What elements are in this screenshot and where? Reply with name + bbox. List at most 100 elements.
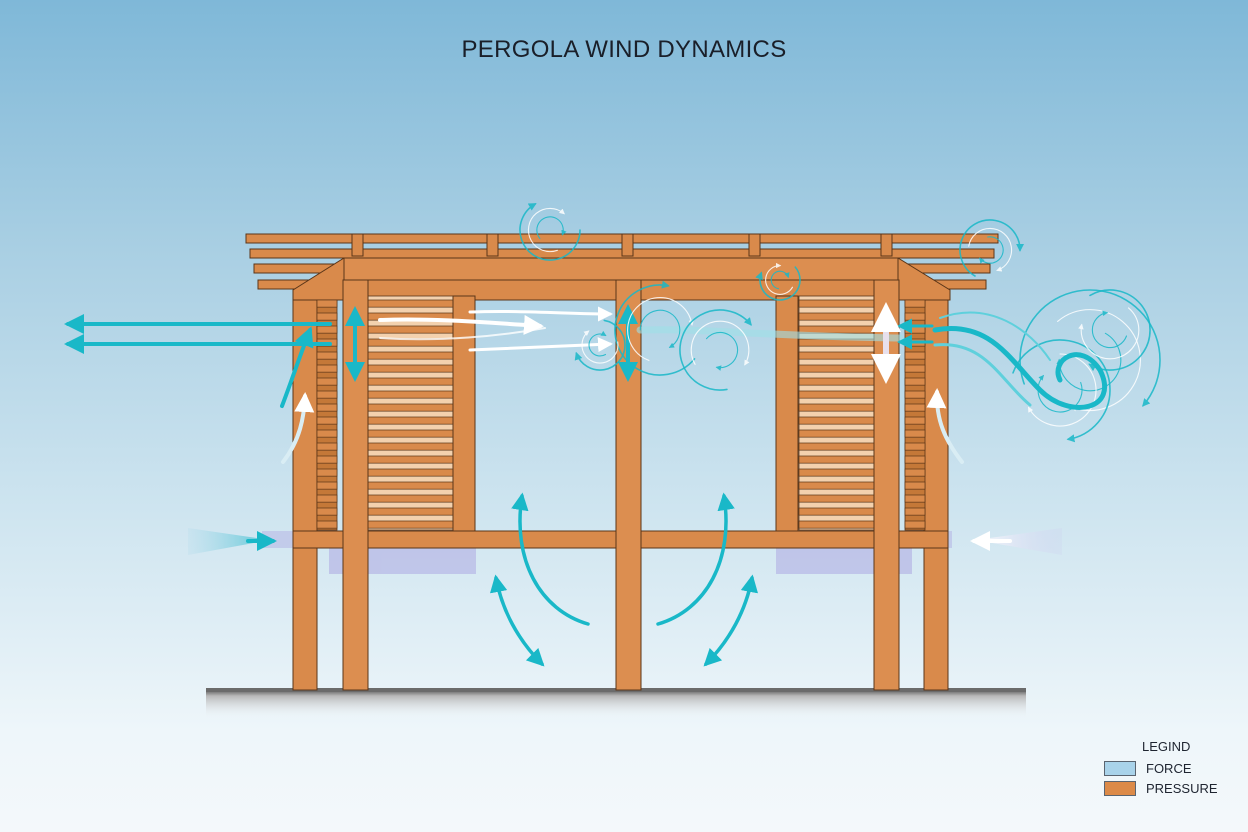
turbulence-swirl (639, 309, 681, 348)
louver-slat (798, 403, 875, 412)
legend-item-force: FORCE (1104, 758, 1234, 778)
vertical-force-arrows (345, 302, 901, 384)
legend-swatch-force (1104, 760, 1136, 776)
louver-slat (798, 364, 875, 373)
louver-slat (316, 312, 338, 321)
louver-slat (316, 442, 338, 451)
louver-slat (366, 494, 454, 503)
legend-label-pressure: PRESSURE (1146, 780, 1218, 796)
louver-slat (904, 507, 926, 516)
louver-slat (904, 351, 926, 360)
louver-slat (798, 325, 875, 334)
louver-slat (904, 377, 926, 386)
louver-slat (798, 429, 875, 438)
louver-slat (366, 481, 454, 490)
louver-slat (798, 520, 875, 529)
louver-slat (316, 416, 338, 425)
louver-slat (904, 312, 926, 321)
louver-slats (316, 299, 926, 529)
louver-slat (904, 429, 926, 438)
louver-slat (366, 299, 454, 308)
louver-slat (366, 520, 454, 529)
louver-slat (316, 429, 338, 438)
louver-slat (366, 377, 454, 386)
turbulence-swirl (755, 266, 801, 301)
turbulence-swirl (536, 216, 567, 240)
louver-slat (798, 494, 875, 503)
louver-slat (316, 299, 338, 308)
inflow-left (188, 528, 270, 555)
louver-slat (366, 403, 454, 412)
louver-slat (316, 507, 338, 516)
louver-slat (904, 494, 926, 503)
louver-slat (316, 455, 338, 464)
louver-slat (316, 520, 338, 529)
turbulence-swirl (581, 330, 619, 364)
louver-slat (316, 403, 338, 412)
legend-label-force: FORCE (1146, 760, 1192, 776)
side-updrafts (280, 326, 964, 464)
louver-slat (798, 416, 875, 425)
legend-title: LEGIND (1142, 739, 1191, 754)
turbulence-swirl (968, 227, 1013, 272)
louver-slat (316, 377, 338, 386)
turbulence-vortices (519, 203, 1161, 443)
rear-posts (292, 297, 949, 691)
louver-slat (798, 455, 875, 464)
turbulence-swirl (1091, 310, 1128, 349)
legend: LEGIND FORCE PRESSURE (1104, 739, 1234, 798)
louver-frames (452, 295, 799, 533)
turbulence-swirl (679, 309, 752, 391)
ground-flows (188, 528, 1062, 555)
louver-slat (798, 390, 875, 399)
turbulence-swirl (959, 219, 1025, 277)
turbulence-swirl (519, 203, 581, 261)
louver-slat (798, 312, 875, 321)
louver-left (366, 295, 454, 531)
louver-slat (316, 364, 338, 373)
louver-slat (798, 351, 875, 360)
louver-slat (904, 455, 926, 464)
turbulence-swirl (770, 270, 790, 290)
turbulence-swirl (690, 320, 750, 366)
louver-slat (316, 351, 338, 360)
louver-slat (798, 299, 875, 308)
louver-slat (366, 507, 454, 516)
louver-slat (798, 468, 875, 477)
louver-slat (904, 520, 926, 529)
louver-slat (366, 325, 454, 334)
legend-swatch-pressure (1104, 780, 1136, 796)
louver-slat (366, 455, 454, 464)
inflow-right (975, 528, 1062, 555)
louver-slat (904, 403, 926, 412)
louver-slat (316, 468, 338, 477)
louver-slat (904, 364, 926, 373)
turbulence-swirl (1012, 339, 1111, 443)
wind-flow-top (64, 306, 934, 354)
turbulence-swirl (527, 207, 565, 253)
louver-slat (366, 442, 454, 451)
louver-slat (798, 377, 875, 386)
turbulence-swirl (1088, 289, 1151, 372)
louver-slat (366, 390, 454, 399)
diagram-title: PERGOLA WIND DYNAMICS (461, 36, 787, 63)
louver-slat (904, 442, 926, 451)
turbulence-swirl (1057, 309, 1141, 412)
louver-slat (798, 481, 875, 490)
turbulence-swirl (627, 297, 694, 361)
turbulence-swirl (979, 236, 1004, 264)
louver-slat (366, 351, 454, 360)
roof-blocks (351, 233, 893, 257)
louver-slat (366, 416, 454, 425)
louver-slat (316, 494, 338, 503)
louver-slat (316, 390, 338, 399)
turbulence-swirl (574, 319, 626, 371)
louver-slat (798, 507, 875, 516)
louver-slat (904, 481, 926, 490)
turbulence-swirl (765, 262, 794, 295)
louver-slat (316, 325, 338, 334)
louver-slat (798, 442, 875, 451)
turbulence-swirl (705, 331, 739, 371)
legend-item-pressure: PRESSURE (1104, 778, 1234, 798)
